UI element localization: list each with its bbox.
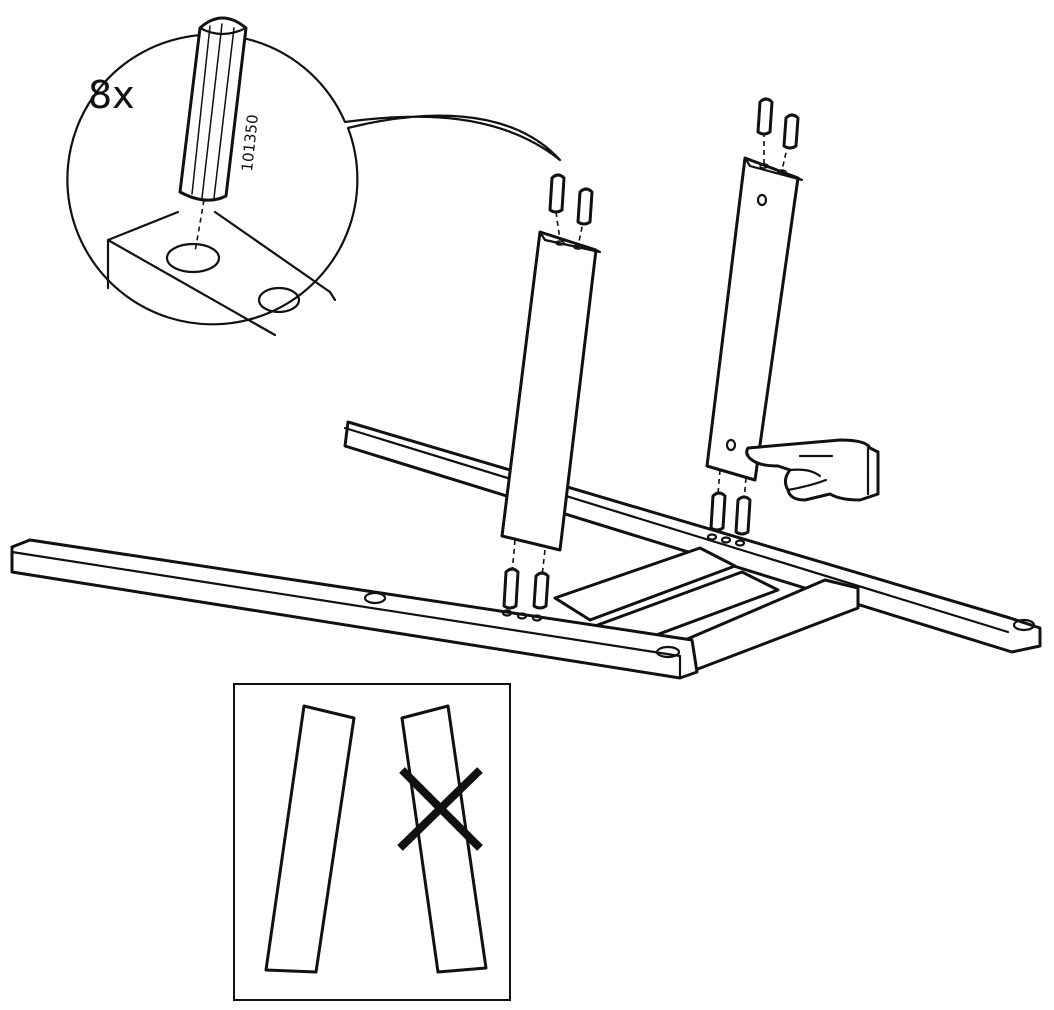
detail-block — [106, 210, 337, 337]
right-leg-bottom-dowels — [709, 491, 752, 536]
dowel-hole-2 — [257, 286, 301, 314]
wooden-dowel-icon — [548, 173, 566, 214]
dowel-detail-callout: 8x 101350 — [66, 16, 562, 337]
right-leg — [705, 132, 804, 501]
orientation-warning-inset — [233, 683, 511, 1001]
wooden-dowel-icon — [576, 187, 594, 226]
correct-leg-orientation — [264, 704, 356, 974]
wooden-dowel-icon — [756, 97, 774, 136]
callout-bubble — [66, 33, 562, 326]
left-leg-bottom-dowels — [502, 567, 550, 610]
wooden-dowel-icon — [178, 16, 248, 253]
wooden-dowel-icon — [502, 567, 520, 610]
right-leg-top-dowels — [756, 97, 800, 150]
wooden-dowel-icon — [782, 113, 800, 150]
wrong-x-icon — [397, 767, 483, 851]
left-leg-top-dowels — [548, 173, 594, 226]
pointing-hand-icon — [745, 438, 880, 502]
dowel-hole-1 — [165, 242, 221, 274]
stretcher-1 — [553, 546, 737, 622]
wooden-dowel-icon — [709, 491, 727, 532]
part-number-label: 101350 — [238, 114, 262, 173]
front-side-rail — [10, 538, 699, 680]
incorrect-leg-orientation — [400, 704, 488, 974]
wooden-dowel-icon — [734, 495, 752, 536]
quantity-label: 8x — [88, 73, 135, 117]
rail-dowel-holes — [501, 533, 746, 622]
wooden-dowel-icon — [532, 571, 550, 610]
